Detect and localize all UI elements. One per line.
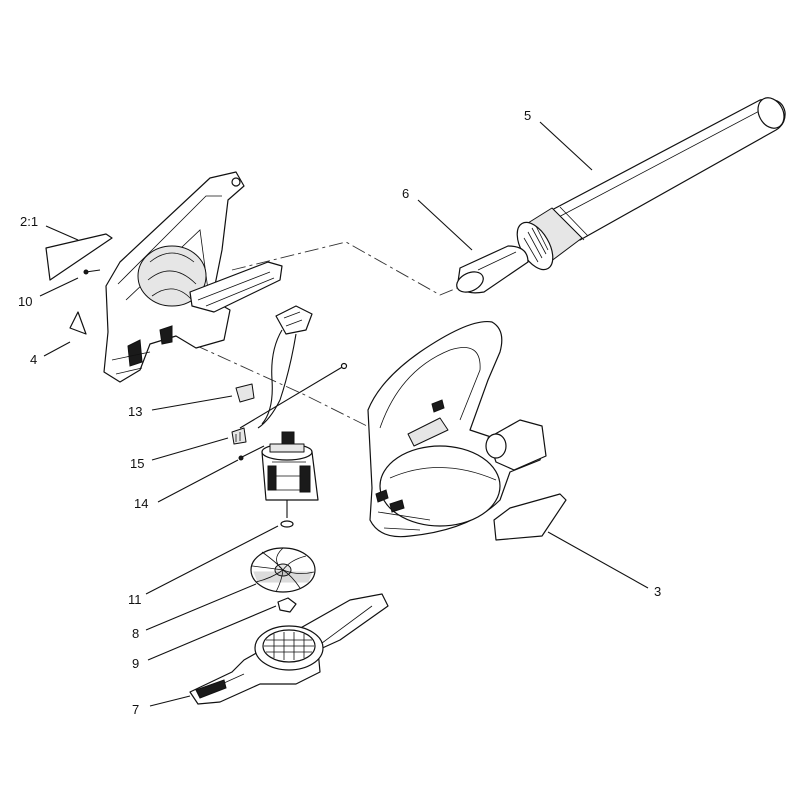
part-5-blower-tube	[516, 97, 786, 271]
callout-3: 3	[654, 584, 661, 599]
part-11-washer	[280, 520, 294, 528]
leader-5	[539, 121, 593, 171]
callout-8: 8	[132, 626, 139, 641]
leader-10	[39, 277, 79, 297]
part-9-nut	[277, 597, 297, 613]
leader-4	[43, 341, 71, 357]
callout-5: 5	[524, 108, 531, 123]
callout-2-1: 2:1	[20, 214, 38, 229]
leader-2-1	[45, 225, 79, 241]
callout-13: 13	[128, 404, 142, 419]
part-14-cable	[238, 445, 265, 461]
part-8-impeller	[250, 547, 316, 593]
part-left-housing	[103, 171, 283, 383]
leader-8	[145, 583, 257, 631]
leader-15	[151, 437, 229, 461]
callout-14: 14	[134, 496, 148, 511]
leader-3	[547, 531, 649, 589]
part-6-nozzle	[456, 245, 529, 294]
part-15-terminal	[231, 427, 247, 445]
callout-7: 7	[132, 702, 139, 717]
leader-lines	[39, 121, 649, 707]
part-7-base	[189, 593, 389, 705]
part-wiring-harness	[239, 305, 348, 429]
part-3-blower-body	[367, 320, 567, 541]
leader-9	[147, 605, 277, 661]
callout-11: 11	[128, 592, 142, 607]
part-motor	[261, 431, 319, 518]
callout-6: 6	[402, 186, 409, 201]
leader-6	[417, 199, 473, 251]
leader-11	[145, 525, 279, 595]
part-2-1-decal	[45, 233, 113, 281]
callout-labels: 2:1 10 4 5 6 13 15 14 11 8 9 7 3	[18, 108, 661, 717]
leader-14	[157, 459, 239, 503]
leader-7	[149, 695, 191, 707]
callout-15: 15	[130, 456, 144, 471]
part-10-screw	[83, 269, 101, 275]
assembly-centerlines	[194, 241, 473, 431]
leader-13	[151, 395, 233, 411]
callout-10: 10	[18, 294, 32, 309]
part-13-connector	[235, 383, 255, 403]
part-4-decal	[69, 311, 87, 335]
callout-4: 4	[30, 352, 37, 367]
callout-9: 9	[132, 656, 139, 671]
